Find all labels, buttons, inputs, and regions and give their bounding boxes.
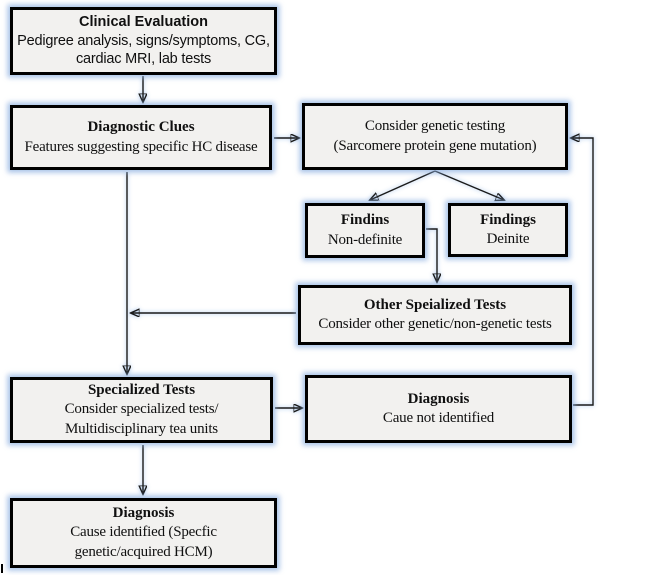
cursor-artifact <box>1 564 3 573</box>
arrow-diagnosis-feedback-to-genetic <box>571 138 594 406</box>
node-clinical-evaluation: Clinical Evaluation Pedigree analysis, s… <box>10 7 277 75</box>
node-specialized-tests: Specialized Tests Consider specialized t… <box>10 377 273 443</box>
node-title: Other Speialized Tests <box>363 296 507 313</box>
node-text-line: Caue not identified <box>382 410 495 426</box>
node-title: Specialized Tests <box>87 382 196 399</box>
node-text-line: cardiac MRI, lab tests <box>75 51 211 68</box>
node-findings-definite: Findings Deinite <box>448 203 568 257</box>
node-consider-genetic-testing: Consider genetic testing (Sarcomere prot… <box>302 103 568 170</box>
node-text-line: Features suggesting specific HC disease <box>24 138 258 155</box>
node-title: Clinical Evaluation <box>79 13 208 30</box>
node-text-line: (Sarcomere protein gene mutation) <box>333 137 537 154</box>
node-text-line: Consider other genetic/non-genetic tests <box>318 316 552 332</box>
node-findings-non-definite: Findins Non-definite <box>305 203 425 258</box>
node-title: Diagnosis <box>112 505 175 522</box>
node-diagnosis-cause-identified: Diagnosis Cause identified (Specfic gene… <box>10 498 277 568</box>
node-text-line: Consider genetic testing <box>364 118 506 135</box>
node-text-line: Multidisciplinary tea units <box>65 420 218 437</box>
arrow-findings-to-other-specialized <box>426 228 437 282</box>
node-text-line: genetic/acquired HCM) <box>74 543 213 560</box>
node-diagnosis-cause-not-identified: Diagnosis Caue not identified <box>305 375 572 443</box>
arrow-genetic-to-findings-non-definite <box>370 170 436 200</box>
node-text-line: Cause identified (Specfic <box>70 524 217 541</box>
node-title: Findings <box>480 211 536 228</box>
node-title: Findins <box>340 212 390 229</box>
node-text-line: Pedigree analysis, signs/symptoms, CG, <box>17 32 270 49</box>
node-title: Diagnostic Clues <box>87 119 195 136</box>
node-text-line: Consider specialized tests/ <box>64 401 219 418</box>
node-text-line: Non-definite <box>327 231 403 248</box>
node-text-line: Deinite <box>486 231 530 247</box>
arrow-genetic-to-findings-definite <box>434 170 504 200</box>
node-other-specialized-tests: Other Speialized Tests Consider other ge… <box>298 285 572 345</box>
node-title: Diagnosis <box>407 390 470 407</box>
node-diagnostic-clues: Diagnostic Clues Features suggesting spe… <box>10 105 272 170</box>
